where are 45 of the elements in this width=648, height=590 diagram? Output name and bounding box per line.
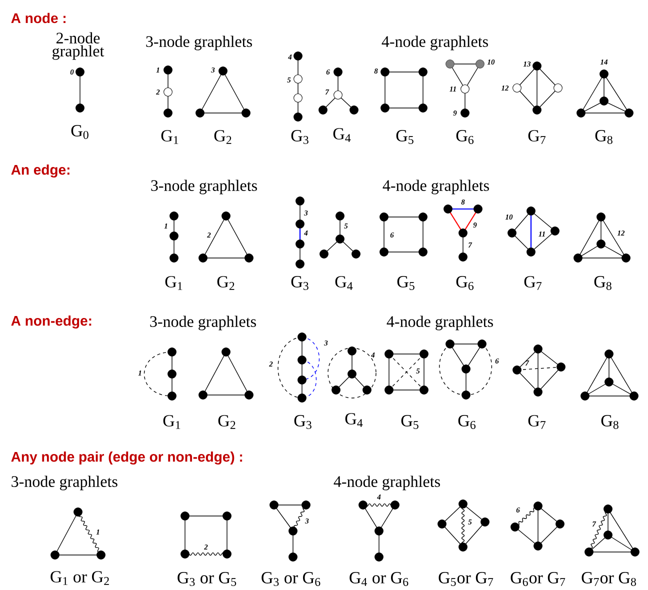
graphlet-label: G$_{3}$ or G$_{6}$: [262, 572, 320, 586]
graphlet-label: G$_{8}$: [595, 130, 612, 144]
graphlet-label: G$_{7}$: [524, 276, 542, 290]
graphlet-label: G$_{1}$: [165, 276, 182, 290]
section-heading: A non-edge:: [11, 315, 92, 329]
graphlet-label: G$_{3}$ or G$_{5}$: [178, 572, 236, 586]
group-heading: 4-node graphlets: [386, 316, 493, 330]
section-heading: A node :: [11, 12, 66, 24]
graphlet-label: G$_{1}$: [161, 130, 178, 144]
graphlet-label: G$_{2}$: [217, 276, 234, 290]
group-heading: 3-node graphlets: [146, 36, 252, 50]
graphlet-label: G$_{4}$ or G$_{6}$: [350, 572, 408, 586]
group-heading: 3-node graphlets: [150, 316, 256, 330]
graphlet-label: G$_{7}$or G$_{8}$: [582, 572, 636, 586]
group-heading: 3-node graphlets: [12, 476, 118, 490]
graphlet-label: G$_{3}$: [294, 415, 312, 429]
graphlet-label: G$_{4}$: [333, 128, 351, 142]
graphlet-label: G$_{6}$: [458, 415, 476, 429]
graphlet-label: G$_{6}$or G$_{7}$: [510, 572, 566, 586]
graphlet-label: G$_{7}$: [528, 415, 546, 429]
section-heading: Any node pair (edge or non-edge) :: [11, 451, 242, 465]
graphlet-label: G$_{5}$: [401, 415, 418, 429]
graphlet-label: G$_{8}$: [594, 276, 612, 290]
group-heading: 4-node graphlets: [382, 180, 489, 194]
section-heading: An edge:: [11, 164, 70, 178]
graphlet-label: G$_{4}$: [345, 413, 363, 427]
group-heading: 3-node graphlets: [151, 180, 257, 194]
graphlet-label: G$_{1}$ or G$_{2}$: [50, 571, 109, 585]
group-heading: 2-node graphlet: [52, 32, 104, 60]
graphlet-label: G$_{3}$: [291, 130, 308, 144]
group-heading: 4-node graphlets: [334, 476, 440, 490]
graphlet-label: G$_{8}$: [601, 415, 618, 429]
graphlet-label: G$_{0}$: [71, 125, 88, 139]
graphlet-label: G$_{4}$: [335, 276, 353, 290]
graphlet-label: G$_{6}$: [456, 130, 474, 144]
graphlet-label: G$_{2}$: [214, 130, 232, 144]
graphlet-label: G$_{7}$: [528, 130, 546, 144]
graphlet-label: G$_{2}$: [218, 415, 236, 429]
graphlet-label: G$_{1}$: [163, 415, 180, 429]
graphlet-label: G$_{5}$: [397, 276, 414, 290]
graphlet-label: G$_{6}$: [456, 276, 474, 290]
graphlet-label: G$_{5}$: [396, 130, 414, 144]
graphlet-label: G$_{3}$: [291, 276, 308, 290]
group-heading: 4-node graphlets: [382, 36, 488, 50]
graphlet-label: G$_{5}$or G$_{7}$: [438, 572, 494, 586]
